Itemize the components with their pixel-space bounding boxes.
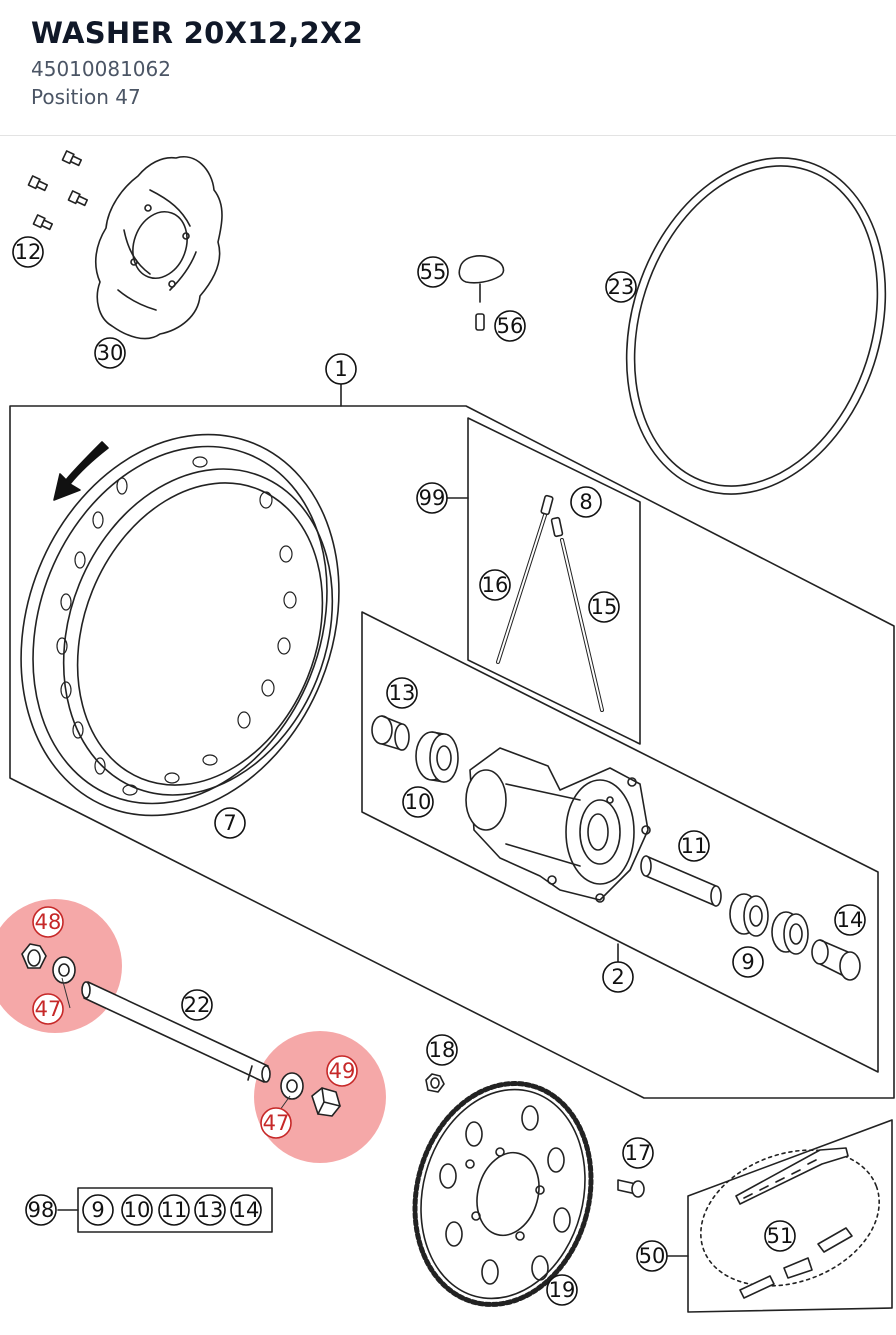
kit-callout-9[interactable]: 9: [91, 1198, 104, 1222]
callout-17[interactable]: 17: [625, 1141, 652, 1165]
callout-98[interactable]: 98: [28, 1198, 55, 1222]
callout-7[interactable]: 7: [223, 811, 236, 835]
callout-51[interactable]: 51: [767, 1224, 794, 1248]
chain[interactable]: [682, 1126, 896, 1309]
callout-47-left[interactable]: 47: [35, 997, 62, 1021]
callout-15[interactable]: 15: [591, 595, 618, 619]
callout-99[interactable]: 99: [419, 486, 446, 510]
callout-14[interactable]: 14: [837, 908, 864, 932]
sprocket[interactable]: [391, 1064, 615, 1325]
kit-callout-14[interactable]: 14: [233, 1198, 260, 1222]
callout-2[interactable]: 2: [611, 965, 624, 989]
callout-56[interactable]: 56: [497, 314, 524, 338]
nut-18[interactable]: [425, 1073, 445, 1093]
hub-frame: [361, 611, 879, 1073]
nut-49[interactable]: [311, 1087, 341, 1117]
chain-frame: [687, 1119, 893, 1313]
spoke-frame: [467, 417, 641, 745]
exploded-wheel-diagram: 1 2 7 8 9 10 11 12 13 14 15 16 17 18 19 …: [0, 136, 896, 1325]
callout-1[interactable]: 1: [334, 357, 347, 381]
nut-48[interactable]: [21, 943, 47, 969]
part-number: 45010081062: [31, 57, 171, 81]
callout-50[interactable]: 50: [639, 1244, 666, 1268]
callout-22[interactable]: 22: [184, 993, 211, 1017]
spacer-14[interactable]: [811, 939, 861, 981]
callout-9[interactable]: 9: [741, 950, 754, 974]
callout-23[interactable]: 23: [608, 275, 635, 299]
sprocket-bolt-17[interactable]: [617, 1179, 645, 1198]
bearing-9b[interactable]: [771, 911, 809, 955]
callout-10[interactable]: 10: [405, 790, 432, 814]
callout-8[interactable]: 8: [579, 490, 592, 514]
rotation-arrow: [53, 441, 109, 501]
brake-disc-bolts[interactable]: [27, 150, 89, 231]
part-title: WASHER 20X12,2X2: [31, 16, 364, 50]
callout-16[interactable]: 16: [482, 573, 509, 597]
kit-callout-10[interactable]: 10: [124, 1198, 151, 1222]
callout-19[interactable]: 19: [549, 1278, 576, 1302]
inner-tube[interactable]: [585, 136, 896, 528]
spacer-11[interactable]: [640, 855, 722, 907]
valve-parts[interactable]: [458, 255, 505, 331]
callout-18[interactable]: 18: [429, 1038, 456, 1062]
wheel-assembly-frame: [9, 405, 895, 1099]
callout-49[interactable]: 49: [329, 1059, 356, 1083]
callout-12[interactable]: 12: [15, 240, 42, 264]
hub[interactable]: [465, 747, 651, 903]
callout-13[interactable]: 13: [389, 681, 416, 705]
washer-47-right[interactable]: [280, 1072, 304, 1100]
bearing-9a[interactable]: [729, 893, 769, 937]
callout-48[interactable]: 48: [35, 910, 62, 934]
callout-30[interactable]: 30: [97, 341, 124, 365]
part-header: WASHER 20X12,2X2 45010081062 Position 47: [0, 0, 896, 136]
callout-55[interactable]: 55: [420, 260, 447, 284]
part-position: Position 47: [31, 85, 141, 109]
callout-11[interactable]: 11: [681, 834, 708, 858]
axle[interactable]: [81, 981, 271, 1083]
spokes[interactable]: [496, 494, 604, 712]
kit-callout-13[interactable]: 13: [197, 1198, 224, 1222]
bearing-10[interactable]: [415, 731, 459, 783]
kit-callout-11[interactable]: 11: [161, 1198, 188, 1222]
rim[interactable]: [0, 386, 394, 863]
spacer-13[interactable]: [371, 715, 410, 751]
brake-disc[interactable]: [94, 156, 223, 340]
callout-47-right[interactable]: 47: [263, 1111, 290, 1135]
washer-47-left[interactable]: [52, 956, 76, 984]
